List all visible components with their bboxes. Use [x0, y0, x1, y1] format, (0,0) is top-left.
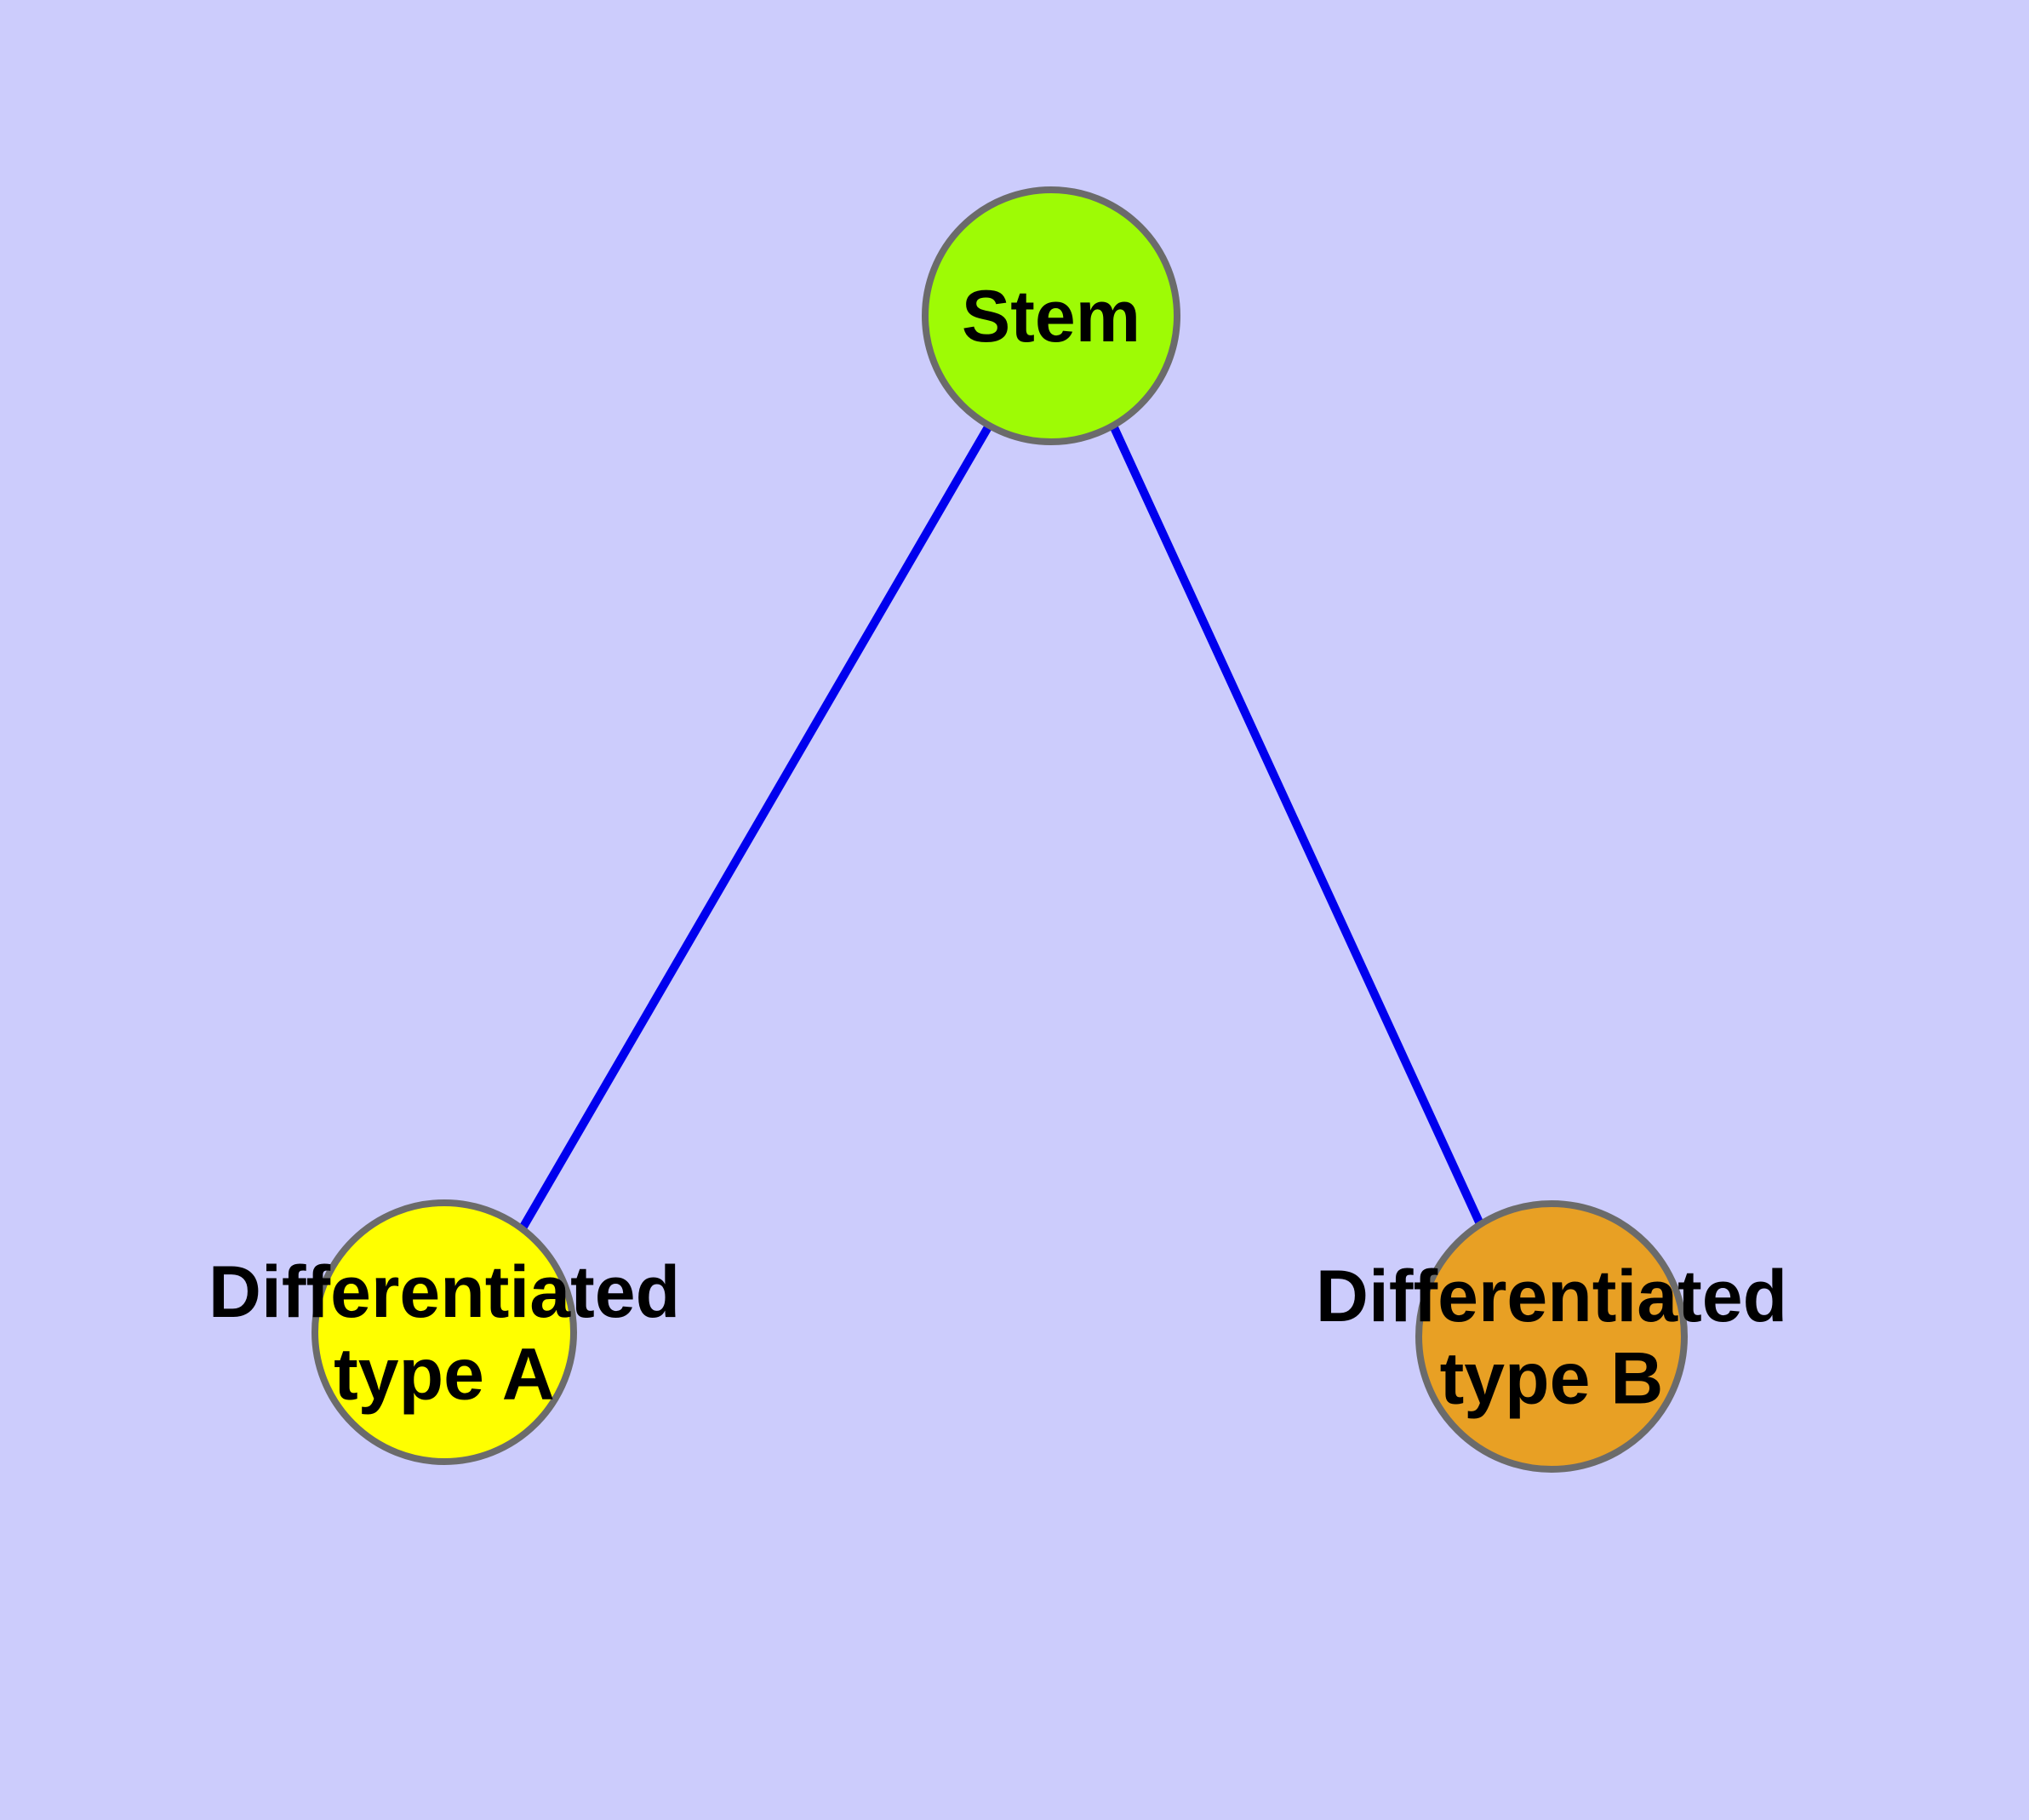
node-label-line: Differentiated: [209, 1251, 680, 1333]
node-differentiated-type-a-circle[interactable]: [311, 1199, 577, 1465]
node-stem-label: Stem: [962, 276, 1140, 358]
node-differentiated-type-b-circle[interactable]: [1415, 1200, 1688, 1473]
node-layer: [311, 186, 1688, 1473]
node-label-line: type A: [334, 1333, 555, 1415]
node-stem-circle[interactable]: [922, 186, 1180, 445]
node-label-line: Stem: [962, 276, 1140, 358]
edge-stem-to-differentiated-type-b[interactable]: [1109, 423, 1485, 1228]
edge-layer: [519, 423, 1485, 1229]
node-label-line: Differentiated: [1316, 1256, 1787, 1337]
edge-stem-to-differentiated-type-a[interactable]: [519, 423, 993, 1229]
node-label-line: type B: [1440, 1337, 1664, 1419]
